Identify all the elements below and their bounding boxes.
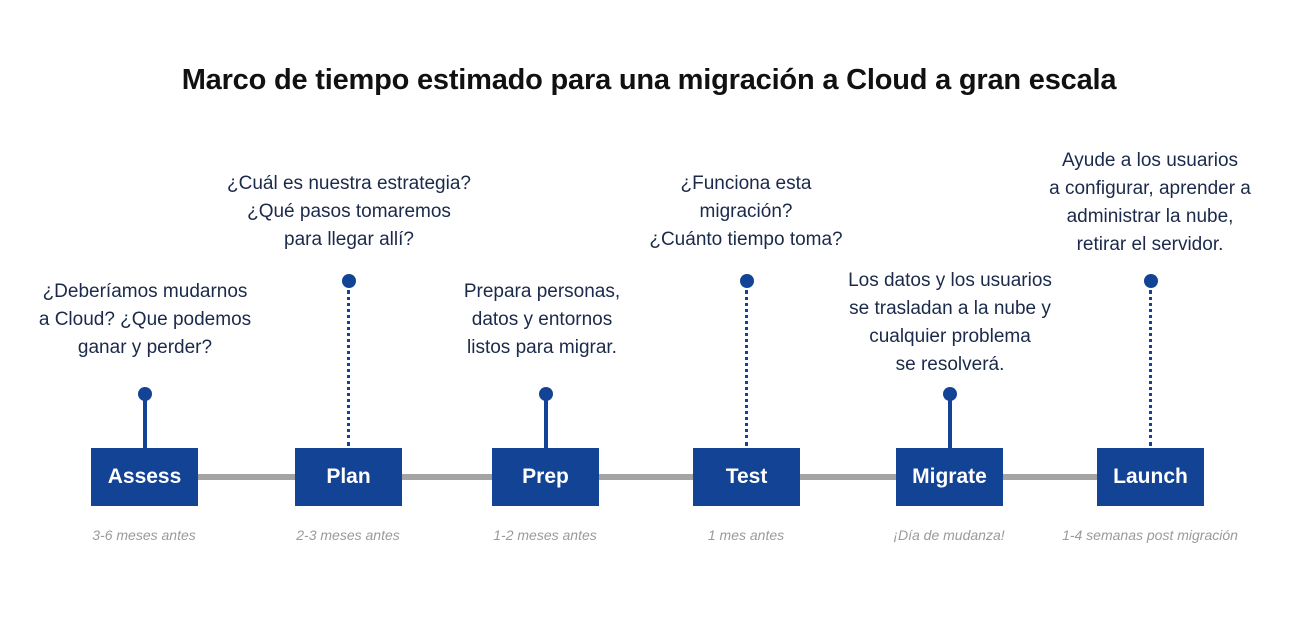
stage-time-launch: 1-4 semanas post migración — [1062, 527, 1238, 543]
connector-dot — [1144, 274, 1158, 288]
description-line: ¿Funciona esta — [680, 173, 812, 194]
connector-dot — [342, 274, 356, 288]
stage-box-plan: Plan — [295, 448, 402, 506]
description-line: datos y entornos — [471, 309, 613, 330]
description-line: a configurar, aprender a — [1049, 178, 1251, 199]
stage-box-test: Test — [693, 448, 800, 506]
description-line: ¿Cuánto tiempo toma? — [649, 229, 843, 250]
connector-line — [745, 290, 748, 446]
connector-line — [1149, 290, 1152, 446]
description-line: ¿Deberíamos mudarnos — [42, 281, 248, 302]
stage-box-migrate: Migrate — [896, 448, 1003, 506]
stage-box-prep: Prep — [492, 448, 599, 506]
stage-time-plan: 2-3 meses antes — [296, 527, 400, 543]
description-line: se resolverá. — [895, 354, 1005, 375]
connector-dot — [138, 387, 152, 401]
stage-description-assess: ¿Deberíamos mudarnos a Cloud? ¿Que podem… — [5, 278, 285, 362]
description-line: administrar la nube, — [1066, 206, 1234, 227]
connector-dot — [943, 387, 957, 401]
description-line: se trasladan a la nube y — [849, 298, 1051, 319]
description-line: a Cloud? ¿Que podemos — [38, 309, 252, 330]
description-line: Prepara personas, — [463, 281, 621, 302]
connector-line — [544, 396, 548, 448]
connector-dot — [740, 274, 754, 288]
stage-time-migrate: ¡Día de mudanza! — [893, 527, 1005, 543]
stage-description-plan: ¿Cuál es nuestra estrategia? ¿Qué pasos … — [209, 170, 489, 254]
description-line: ¿Qué pasos tomaremos — [247, 201, 451, 222]
connector-line — [347, 290, 350, 446]
stage-description-launch: Ayude a los usuarios a configurar, apren… — [1010, 147, 1290, 259]
stage-box-launch: Launch — [1097, 448, 1204, 506]
description-line: ganar y perder? — [77, 337, 213, 358]
stage-description-test: ¿Funciona esta migración? ¿Cuánto tiempo… — [606, 170, 886, 254]
stage-box-assess: Assess — [91, 448, 198, 506]
description-line: migración? — [699, 201, 793, 222]
stage-time-prep: 1-2 meses antes — [493, 527, 597, 543]
stage-time-test: 1 mes antes — [707, 527, 785, 543]
description-line: retirar el servidor. — [1076, 234, 1224, 255]
connector-dot — [539, 387, 553, 401]
description-line: Los datos y los usuarios — [848, 270, 1052, 291]
description-line: para llegar allí? — [284, 229, 414, 250]
description-line: cualquier problema — [869, 326, 1031, 347]
description-line: Ayude a los usuarios — [1061, 150, 1239, 171]
stage-time-assess: 3-6 meses antes — [92, 527, 196, 543]
connector-line — [948, 396, 952, 448]
description-line: ¿Cuál es nuestra estrategia? — [227, 173, 471, 194]
connector-line — [143, 396, 147, 448]
page-title: Marco de tiempo estimado para una migrac… — [181, 64, 1117, 96]
stage-description-prep: Prepara personas, datos y entornos listo… — [402, 278, 682, 362]
description-line: listos para migrar. — [467, 337, 617, 358]
timeline-track — [140, 474, 1152, 480]
stage-description-migrate: Los datos y los usuarios se trasladan a … — [810, 267, 1090, 379]
